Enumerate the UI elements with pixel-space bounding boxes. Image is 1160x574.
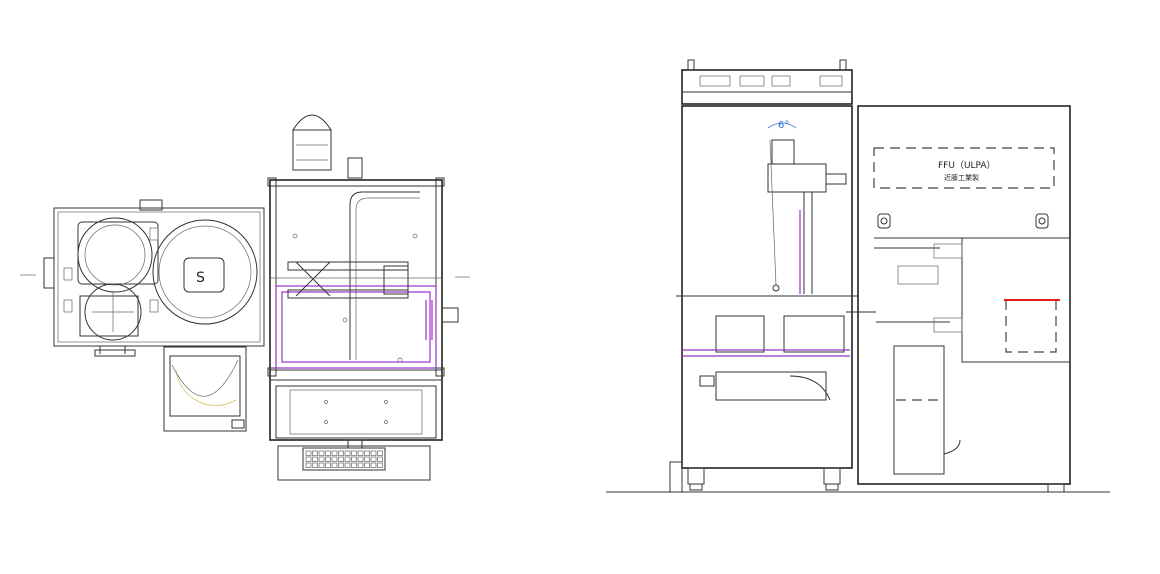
keyboard-key [344, 462, 351, 468]
keyboard-key [364, 462, 370, 468]
keyboard-key [325, 456, 331, 462]
keyboard-key [357, 462, 364, 468]
keyboard-key [331, 462, 338, 468]
keyboard-key [377, 456, 383, 462]
keyboard-key [318, 450, 325, 456]
left-module: S [43, 199, 265, 357]
ffu-cabinet: FFU（ULPA） 近藤工業製 [857, 105, 1071, 493]
keyboard-key [364, 456, 370, 462]
ffu-sublabel: 近藤工業製 [944, 173, 979, 182]
keyboard-key [305, 450, 312, 456]
keyboard-key [357, 450, 364, 456]
main-cabinet: 6° [669, 105, 876, 493]
keyboard-key [370, 462, 377, 468]
ffu-label: FFU（ULPA） [938, 160, 996, 171]
keyboard-key [331, 456, 338, 462]
keyboard-key [357, 456, 364, 462]
keyboard-key [338, 456, 344, 462]
keyboard-key [351, 462, 357, 468]
keyboard-key [377, 450, 383, 456]
side-view: 6° FFU（ULPA） 近藤工業製 [606, 59, 1110, 493]
keyboard-key [312, 450, 318, 456]
front-panel [275, 385, 437, 439]
main-chamber [267, 114, 459, 441]
keyboard-key [318, 462, 325, 468]
angle-label: 6° [778, 120, 789, 131]
keyboard-key [338, 450, 344, 456]
keyboard-key [318, 456, 325, 462]
keyboard-key [305, 462, 312, 468]
svg-text:S: S [196, 270, 205, 286]
keyboard-key [312, 462, 318, 468]
keyboard-key [312, 456, 318, 462]
keyboard-key [364, 450, 370, 456]
top-control-box [681, 59, 853, 105]
keyboard-key [370, 450, 377, 456]
keyboard-key [344, 450, 351, 456]
keyboard-key [351, 450, 357, 456]
keyboard-key [344, 456, 351, 462]
plan-view: S [20, 114, 470, 481]
keyboard-keys [305, 450, 383, 468]
keyboard-key [305, 456, 312, 462]
keyboard-key [325, 462, 331, 468]
keyboard-key [377, 462, 383, 468]
front-lower-module [163, 346, 247, 432]
keyboard-key [338, 462, 344, 468]
keyboard-key [370, 456, 377, 462]
keyboard-key [331, 450, 338, 456]
keyboard-panel [277, 439, 431, 481]
keyboard-key [351, 456, 357, 462]
keyboard-key [325, 450, 331, 456]
